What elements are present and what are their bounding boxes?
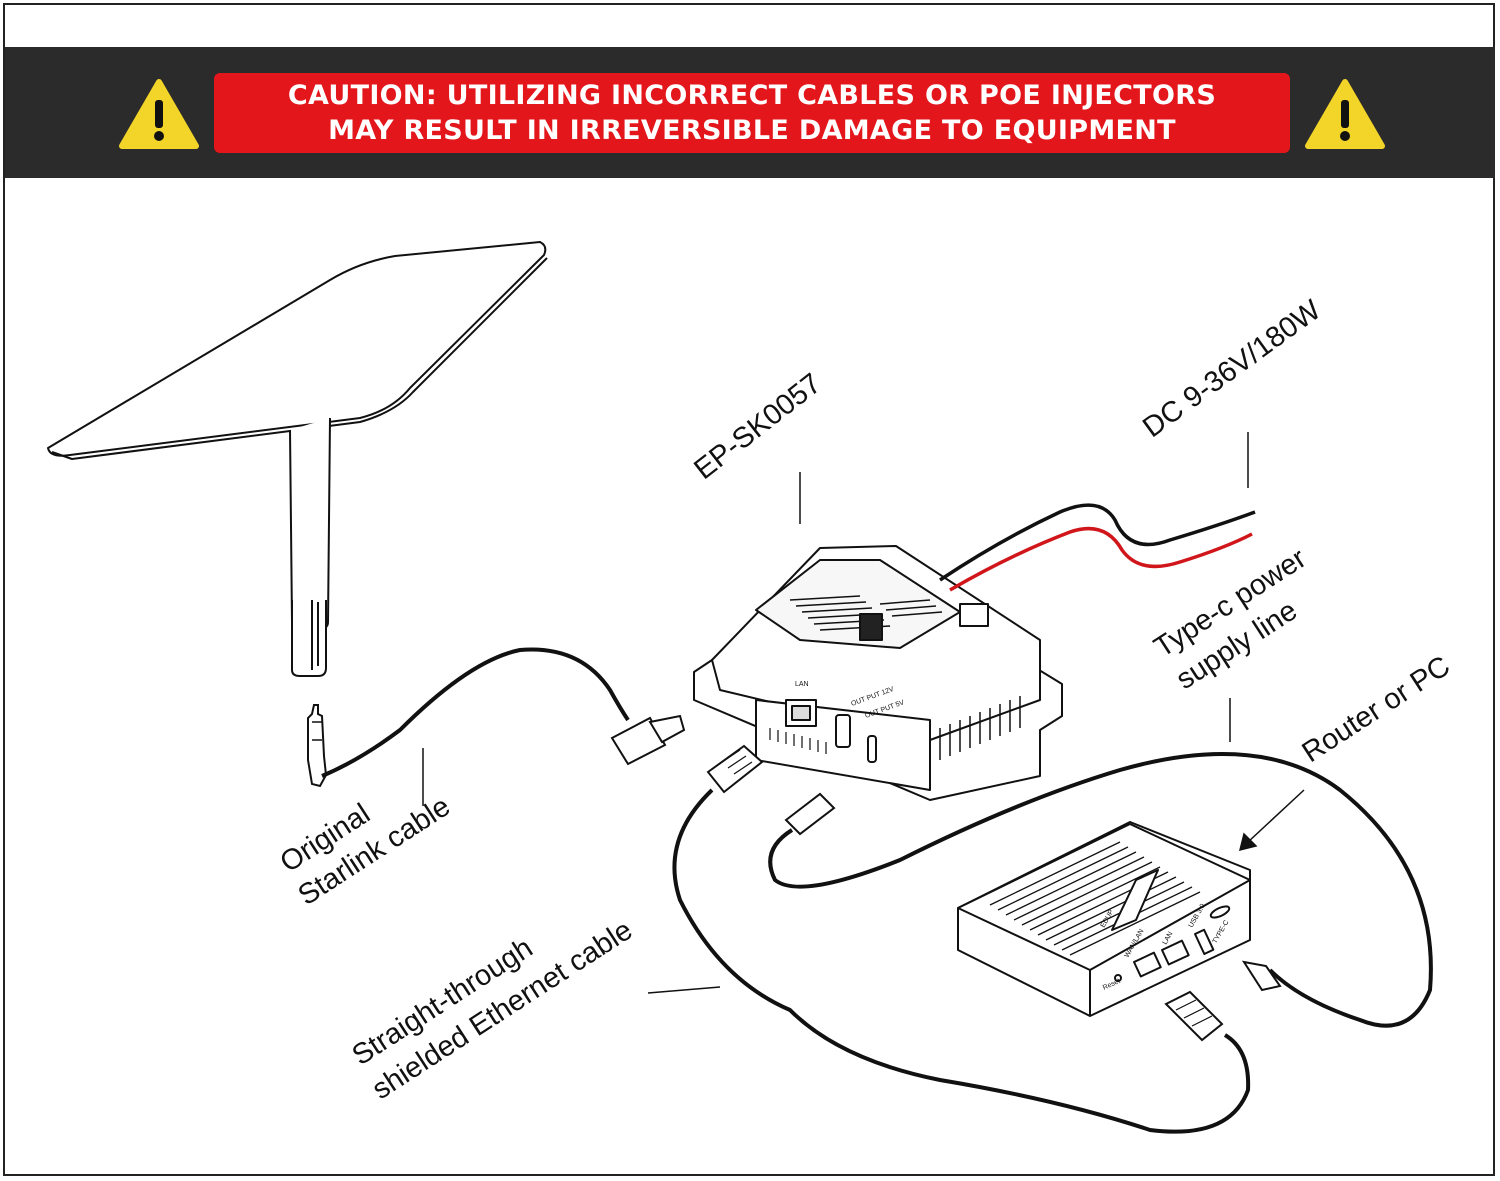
power-wires [939, 503, 1256, 592]
typec-cable [768, 752, 1433, 1028]
caution-line-1: CAUTION: UTILIZING INCORRECT CABLES OR P… [287, 80, 1217, 111]
starlink-cable [307, 647, 686, 788]
ethernet-cable [672, 744, 1251, 1134]
ep-sk0057-device [693, 545, 1063, 801]
warning-left-icon [119, 79, 199, 149]
router-device [957, 821, 1251, 1017]
outer-frame [3, 3, 1495, 1176]
device-lan-port-label: LAN [795, 681, 809, 688]
caution-line-2: MAY RESULT IN IRREVERSIBLE DAMAGE TO EQU… [328, 115, 1176, 146]
starlink-dish [47, 241, 548, 677]
leader-lines [422, 432, 1305, 994]
warning-right-icon [1305, 79, 1385, 149]
caution-message: CAUTION: UTILIZING INCORRECT CABLES OR P… [214, 73, 1290, 153]
